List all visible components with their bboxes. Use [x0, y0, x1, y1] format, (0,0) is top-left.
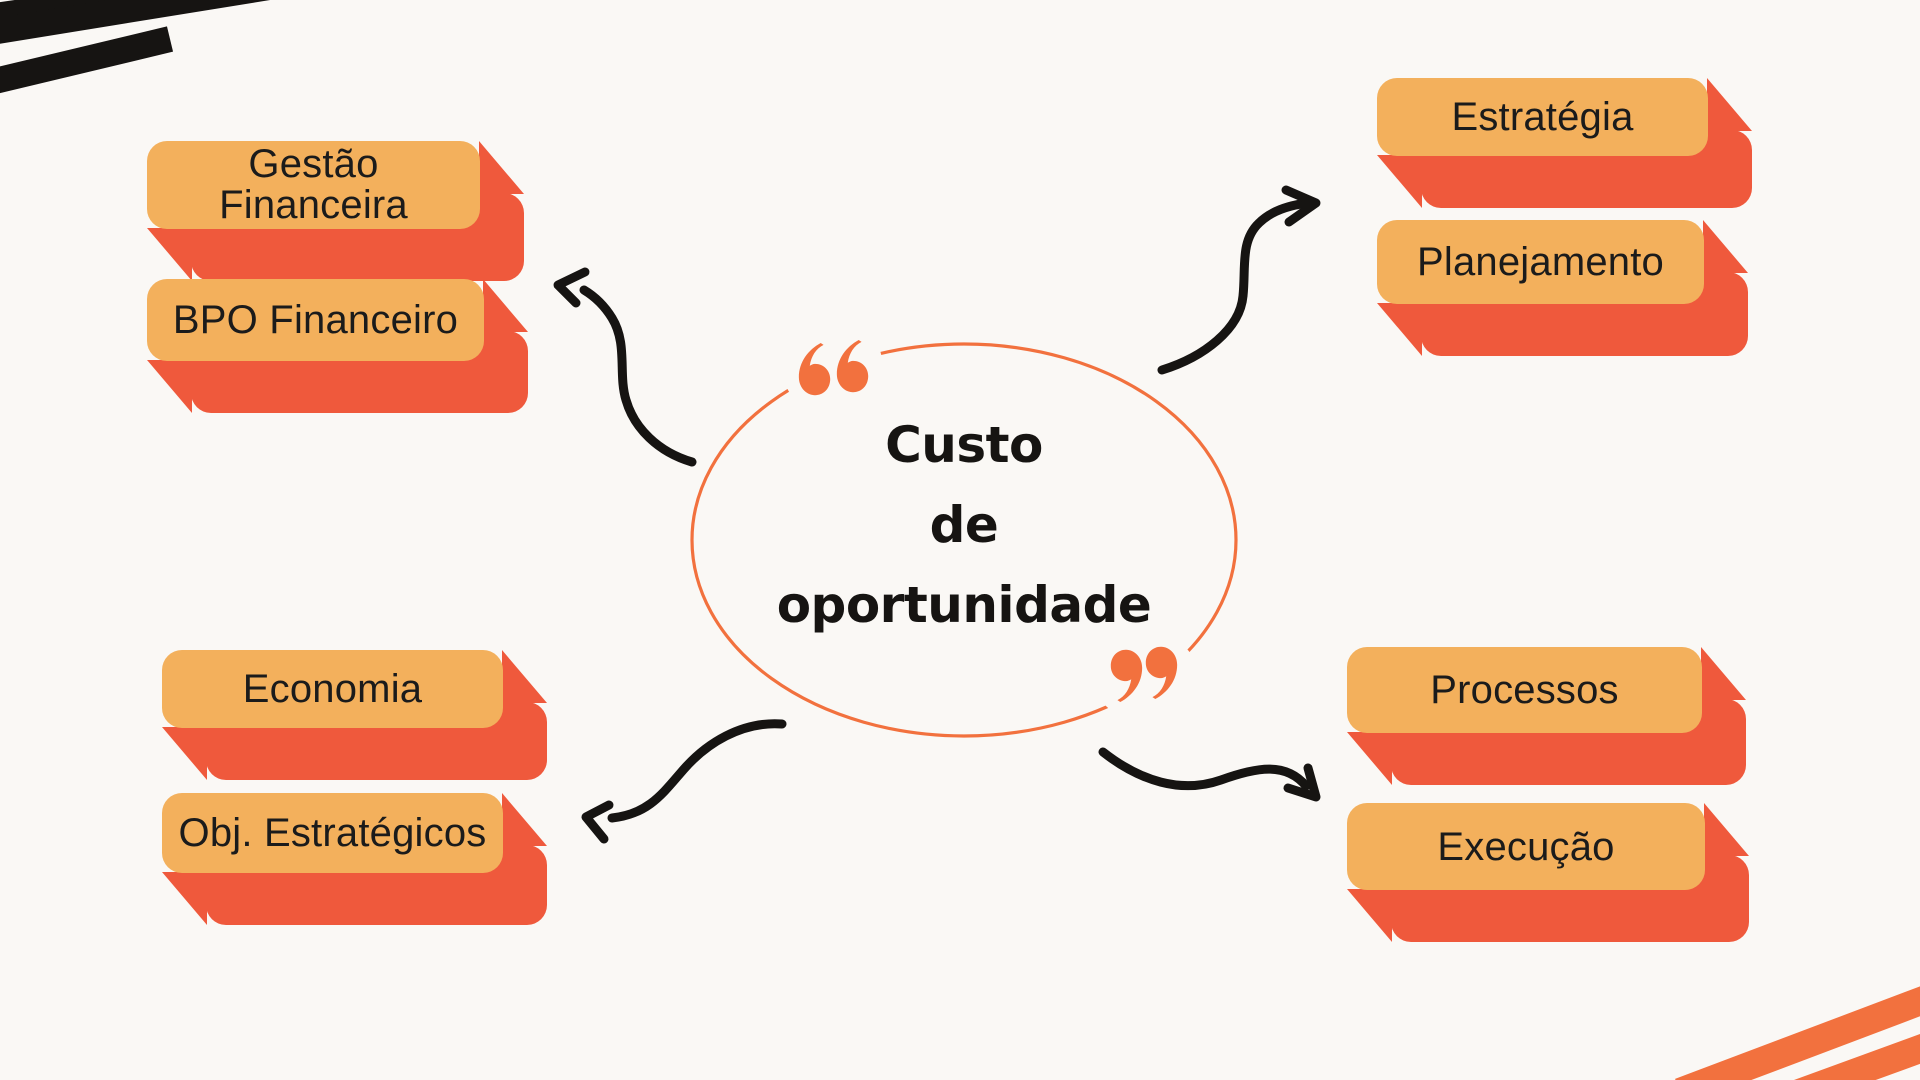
center-title-line-2: de — [929, 496, 999, 554]
center-ellipse — [690, 342, 1238, 738]
arrow-to-top-right — [1157, 185, 1321, 375]
node-processos: Processos — [1347, 647, 1746, 785]
node-bpo-financeiro: BPO Financeiro — [147, 279, 528, 413]
node-label: Processos — [1430, 668, 1619, 712]
node-face: Processos — [1347, 647, 1702, 733]
node-label: Economia — [242, 667, 423, 711]
arrow-to-top-left — [553, 267, 697, 467]
node-label: Estratégia — [1451, 95, 1634, 139]
node-face: Economia — [162, 650, 503, 728]
close-quote-icon — [1110, 646, 1178, 703]
node-label: Execução — [1437, 824, 1615, 869]
node-face: Gestão Financeira — [147, 141, 480, 229]
corner-stripes-top-left — [0, 0, 271, 94]
center-title: Custo de oportunidade — [720, 420, 1208, 630]
node-planejamento: Planejamento — [1377, 220, 1748, 356]
node-execucao: Execução — [1347, 803, 1749, 942]
node-label: Gestão Financeira — [219, 142, 408, 227]
node-obj-estrategicos: Obj. Estratégicos — [162, 793, 547, 925]
node-gestao-financeira: Gestão Financeira — [147, 141, 524, 281]
node-face: Estratégia — [1377, 78, 1708, 156]
center-title-line-3: oportunidade — [776, 576, 1152, 634]
open-quote-halo — [784, 328, 882, 408]
node-label: Planejamento — [1416, 240, 1664, 284]
open-quote-icon — [798, 339, 869, 396]
corner-stripes-bottom-right — [1675, 986, 1920, 1080]
node-face: Planejamento — [1377, 220, 1704, 304]
node-label: Obj. Estratégicos — [178, 811, 487, 855]
node-estrategia: Estratégia — [1377, 78, 1752, 208]
node-label: BPO Financeiro — [172, 298, 459, 342]
arrow-to-bottom-left — [581, 719, 787, 844]
node-face: Execução — [1347, 803, 1705, 890]
node-economia: Economia — [162, 650, 547, 780]
node-face: BPO Financeiro — [147, 279, 484, 361]
close-quote-halo — [1096, 638, 1196, 716]
center-title-line-1: Custo — [885, 416, 1043, 474]
arrow-to-bottom-right — [1098, 747, 1321, 802]
node-face: Obj. Estratégicos — [162, 793, 503, 873]
